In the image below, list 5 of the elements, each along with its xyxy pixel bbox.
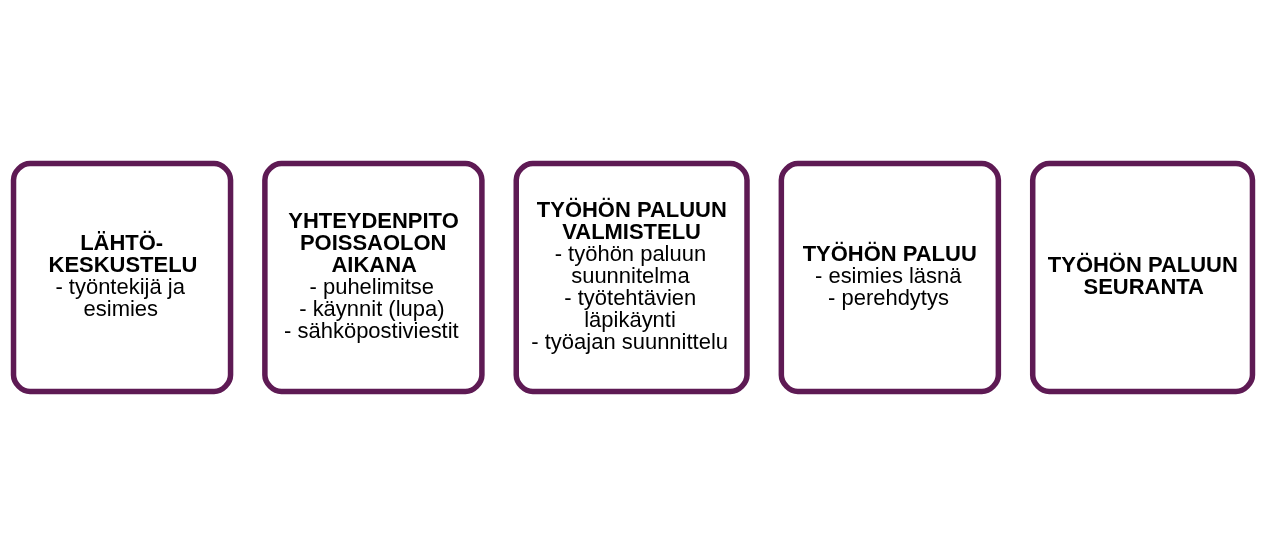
node-box: TYÖHÖN PALUUN SEURANTA	[1029, 160, 1256, 394]
node-box: LÄHTÖ-KESKUSTELU - työntekijä ja esimies	[10, 160, 234, 394]
node-box: YHTEYDENPITO POISSAOLON AIKANA - puhelimitse - käynnit (lupa) - sähköpostiviestit	[262, 160, 485, 394]
node-box: TYÖHÖN PALUUN VALMISTELU - työhön paluun suunnitelma - työtehtävien läpikäynti - työajan suunnittelu	[513, 160, 750, 394]
node-box: TYÖHÖN PALUU - esimies läsnä - perehdytys	[778, 160, 1002, 394]
